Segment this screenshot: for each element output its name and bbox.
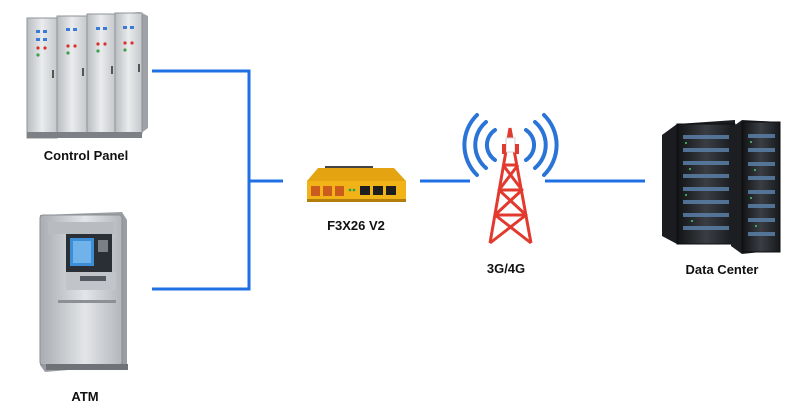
server-rack-icon [662, 120, 781, 254]
cell-tower-icon [462, 113, 559, 245]
atm-label: ATM [71, 389, 99, 404]
data-center-label: Data Center [685, 262, 759, 277]
atm-icon [39, 212, 128, 372]
router-icon [307, 166, 406, 202]
control-panel-icon [26, 12, 148, 139]
control-panel-label: Control Panel [43, 148, 129, 163]
connection-lines [152, 69, 645, 291]
link-control-panel-to-junction [152, 69, 251, 181]
link-atm-to-junction [152, 181, 251, 291]
tower-label: 3G/4G [486, 261, 526, 276]
router-label: F3X26 V2 [327, 218, 385, 233]
